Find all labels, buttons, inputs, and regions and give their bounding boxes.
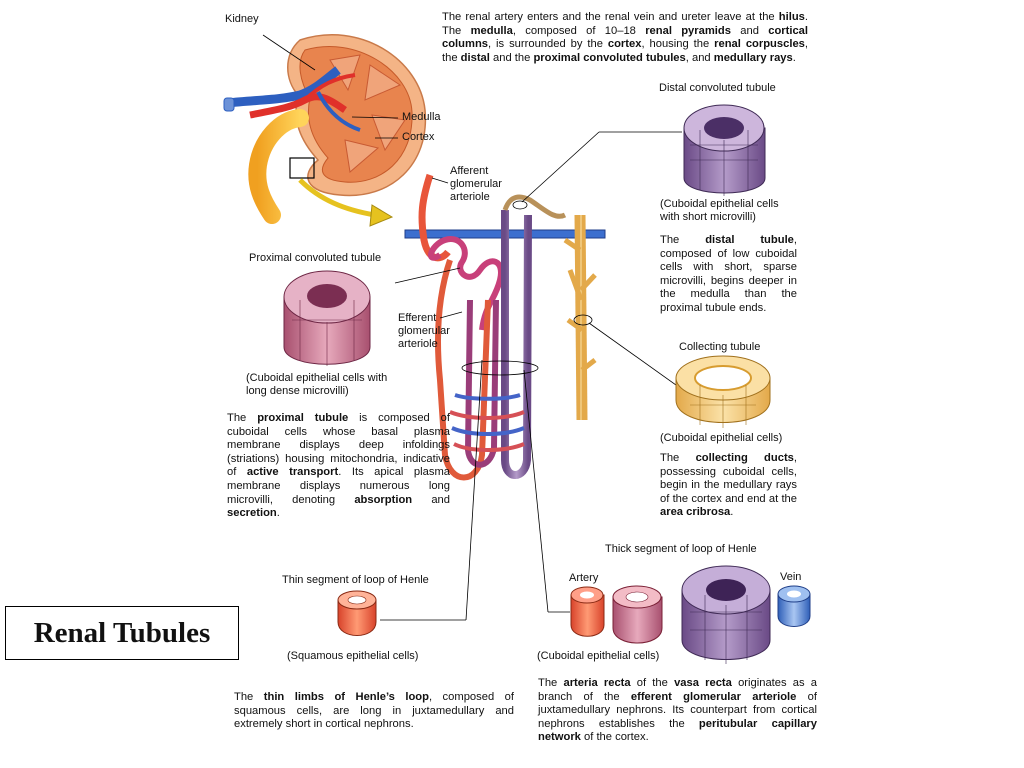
bold-term: collecting ducts <box>695 452 794 464</box>
paragraph-text: The <box>660 234 706 246</box>
paragraph-text: , composed of 10–18 <box>512 24 646 37</box>
bold-term: arteria recta <box>563 677 631 689</box>
paragraph-text: originates as a branch of the <box>538 677 817 703</box>
page-title: Renal Tubules <box>33 616 211 649</box>
paragraph-text: The <box>660 452 696 464</box>
paragraph-text: . <box>276 507 280 520</box>
bold-term: cortical columns <box>442 24 809 51</box>
bold-term: medullary rays <box>713 51 793 64</box>
paragraph-text: is composed of cuboidal cells whose basa… <box>227 412 451 479</box>
arrow-head <box>369 204 394 227</box>
paragraph-text: , and <box>685 51 714 64</box>
bold-term: proximal convoluted tubules <box>533 51 686 64</box>
cuboidal-cells-bottom-label: (Cuboidal epithelial cells) <box>537 650 660 662</box>
paragraph-text: . <box>730 506 734 519</box>
paragraph-text: and the <box>489 51 534 64</box>
paragraph-text: of the <box>630 677 675 689</box>
proximal-tubule-label: Proximal convoluted tubule <box>249 252 382 264</box>
bold-term: distal <box>460 51 490 64</box>
bold-term: efferent glomerular arteriole <box>630 690 797 703</box>
paragraph-text: and <box>412 493 450 506</box>
collecting-tubule-label: Collecting tubule <box>679 341 761 353</box>
bold-term: renal pyramids <box>645 24 731 37</box>
nephron <box>404 173 606 481</box>
squamous-cells-label: (Squamous epithelial cells) <box>287 650 419 662</box>
paragraph-text: The <box>234 691 264 703</box>
title-box: Renal Tubules <box>5 606 239 660</box>
collecting-tubule-cylinder <box>675 355 771 428</box>
bold-term: hilus <box>778 11 805 23</box>
collecting-paragraph: The collecting ducts, possessing cuboida… <box>660 452 797 520</box>
bold-term: distal tubule <box>705 234 794 246</box>
vein-label: Vein <box>780 571 802 583</box>
paragraph-text: of juxtamedullary nephrons. Its counterp… <box>538 690 817 730</box>
thin-limb-paragraph: The thin limbs of Henle’s loop, composed… <box>234 691 514 732</box>
artery-label: Artery <box>569 572 599 584</box>
bold-term: peritubular capillary network <box>538 717 817 744</box>
bold-term: vasa recta <box>674 677 732 689</box>
bold-term: cortex <box>607 38 642 51</box>
paragraph-text: , possessing cuboidal cells, begin in th… <box>660 452 797 505</box>
paragraph-text: . <box>792 51 796 64</box>
paragraph-text: , housing the <box>641 38 715 51</box>
arrow <box>298 178 376 218</box>
artery-cylinders <box>570 585 663 644</box>
distal-paragraph: The distal tubule, composed of low cuboi… <box>660 234 797 316</box>
bold-term: active transport <box>246 466 339 479</box>
bold-term: absorption <box>354 493 413 506</box>
paragraph-text: The <box>227 412 258 424</box>
collecting-cells-label: (Cuboidal epithelial cells) <box>660 432 783 444</box>
paragraph-text: , the <box>442 38 809 64</box>
bold-term: secretion <box>227 507 277 520</box>
intro-paragraph: The renal artery enters and the renal ve… <box>442 11 808 65</box>
kidney-section <box>223 34 427 224</box>
paragraph-text: and <box>730 24 769 37</box>
medulla-label: Medulla <box>402 111 441 123</box>
proximal-tubule-cylinder <box>283 270 371 366</box>
distal-tubule-cylinder <box>683 104 766 196</box>
leader-lines <box>262 34 691 621</box>
paragraph-text: . Its apical plasma membrane displays nu… <box>227 466 450 506</box>
paragraph-text: , is surrounded by the <box>488 38 608 51</box>
bold-term: area cribrosa <box>660 506 731 519</box>
paragraph-text: of the cortex. <box>580 731 649 744</box>
paragraph-text: . The <box>442 11 808 37</box>
vein-cylinder <box>777 585 811 627</box>
kidney-label: Kidney <box>225 13 259 25</box>
paragraph-text: The renal artery enters and the renal ve… <box>442 11 779 23</box>
paragraph-text: , composed of squamous cells, are long i… <box>234 691 514 731</box>
distal-tubule-label: Distal convoluted tubule <box>659 82 776 94</box>
bold-term: medulla <box>470 24 513 37</box>
paragraph-text: , composed of low cuboidal cells with sh… <box>660 234 798 314</box>
bold-term: renal corpuscles <box>714 38 805 51</box>
bold-term: proximal tubule <box>257 412 349 424</box>
paragraph-text: The <box>538 677 564 689</box>
cortex-label: Cortex <box>402 131 435 143</box>
thin-loop-label: Thin segment of loop of Henle <box>282 574 429 586</box>
thick-loop-label: Thick segment of loop of Henle <box>605 543 757 555</box>
thin-segment-cylinder <box>337 590 377 636</box>
proximal-paragraph: The proximal tubule is composed of cuboi… <box>227 412 450 521</box>
thick-segment-cylinder <box>681 565 771 664</box>
arteria-recta-paragraph: The arteria recta of the vasa recta orig… <box>538 677 817 745</box>
bold-term: thin limbs of Henle’s loop <box>263 691 429 703</box>
